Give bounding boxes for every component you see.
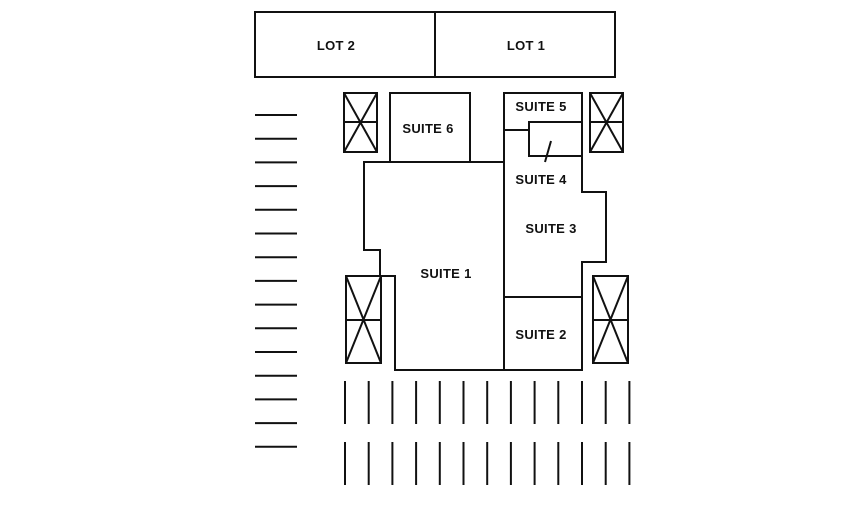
lot-1-label: LOT 1 (507, 38, 545, 53)
suite-6-label: SUITE 6 (402, 121, 453, 136)
crossed-box-icon (345, 275, 382, 364)
crossed-box-icon (343, 92, 378, 153)
crossed-box-icon (589, 92, 624, 153)
lots-strip: LOT 2 LOT 1 (254, 11, 616, 78)
suite-2-label: SUITE 2 (515, 327, 566, 342)
suite-4-area[interactable] (528, 121, 583, 157)
suite-1-label: SUITE 1 (420, 266, 471, 281)
bottom-parking-stalls (344, 381, 631, 485)
crossed-box-icon (592, 275, 629, 364)
suite-5-label: SUITE 5 (515, 99, 566, 114)
left-parking-stalls (255, 114, 297, 448)
lot-1-area[interactable] (434, 11, 616, 78)
building: SUITE 1 SUITE 2 SUITE 3 SUITE 4 SUITE 5 … (363, 92, 607, 371)
lot-2-area[interactable] (254, 11, 436, 78)
suite-3-label: SUITE 3 (525, 221, 576, 236)
suite-4-label: SUITE 4 (515, 172, 567, 187)
suite-4-leader-line (544, 140, 552, 163)
obstacle-boxes (343, 92, 629, 364)
lot-2-label: LOT 2 (317, 38, 355, 53)
suite-2-area[interactable] (503, 296, 583, 371)
